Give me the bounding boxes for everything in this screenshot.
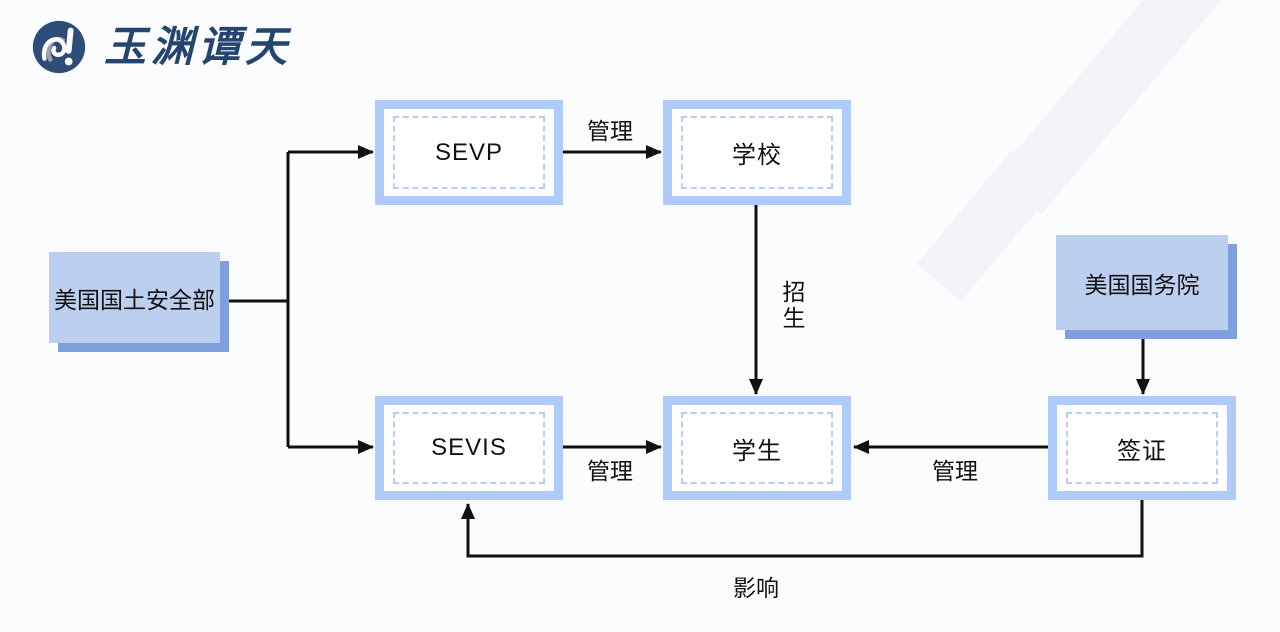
node-visa-label: 签证: [1066, 412, 1218, 484]
node-sevp: SEVP: [375, 100, 563, 205]
node-sevis-label: SEVIS: [393, 412, 545, 484]
node-sevis: SEVIS: [375, 396, 563, 500]
edge-label-sevp-school: 管理: [587, 118, 633, 144]
node-dhs-label: 美国国土安全部: [54, 286, 215, 313]
edge-label-school-student: 招生: [779, 280, 805, 332]
yuyuan-tantian-logo-icon: [32, 20, 86, 74]
edge-label-visa-sevis: 影响: [733, 575, 779, 601]
node-school: 学校: [663, 100, 851, 205]
edge-label-sevis-student: 管理: [587, 458, 633, 484]
node-student: 学生: [663, 396, 851, 500]
brand-logo: 玉渊谭天: [28, 16, 292, 78]
node-student-label: 学生: [681, 412, 833, 484]
edge-label-visa-student: 管理: [932, 458, 978, 484]
node-sevp-label: SEVP: [393, 116, 545, 189]
brand-logo-text: 玉渊谭天: [104, 22, 293, 71]
node-state-department: 美国国务院: [1056, 235, 1228, 330]
node-visa: 签证: [1048, 396, 1236, 500]
node-state-department-label: 美国国务院: [1084, 271, 1200, 298]
edge-visa-to-sevis: [461, 500, 1144, 558]
node-dhs: 美国国土安全部: [49, 252, 220, 343]
node-school-label: 学校: [681, 116, 833, 189]
